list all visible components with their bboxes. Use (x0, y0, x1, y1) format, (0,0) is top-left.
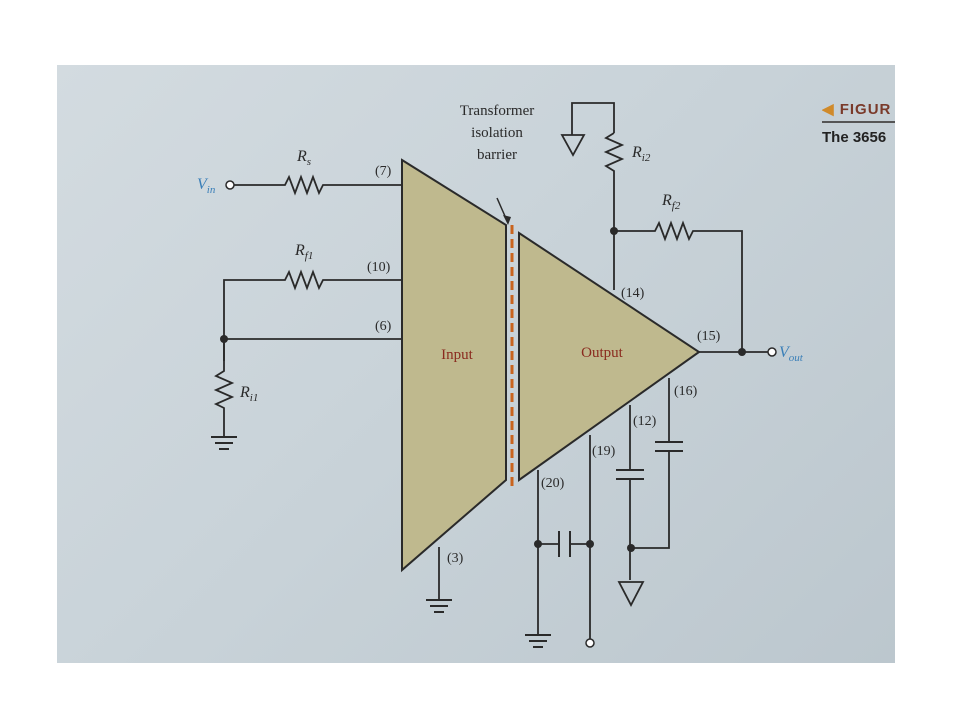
ri1-resistor (213, 339, 235, 437)
ground-pin3 (426, 599, 452, 613)
rf1-label: Rf1 (294, 242, 313, 262)
vout-terminal (767, 347, 777, 357)
input-block (401, 158, 507, 573)
amplifier-circuit-diagram: Transformer isolation barrier Input Outp… (197, 102, 804, 648)
ground-triangle-bottom (617, 581, 645, 607)
figure-label-text: FIGUR (839, 101, 892, 118)
pin-16-label: (16) (674, 384, 698, 399)
output-block (518, 231, 701, 482)
ground-pin20 (525, 634, 551, 648)
caption-divider (822, 121, 895, 123)
pin-3-label: (3) (447, 551, 464, 566)
v-supply-terminal (585, 638, 595, 648)
ri2-resistor (603, 132, 625, 290)
pin-7-label: (7) (375, 164, 392, 179)
ri2-top-wire (571, 102, 615, 135)
pin-14-label: (14) (621, 286, 645, 301)
barrier-pointer-arrow (503, 215, 511, 225)
ground-triangle-top (560, 134, 586, 157)
triangle-marker-icon: ◀ (822, 101, 835, 118)
pin-6-label: (6) (375, 319, 392, 334)
junction-out (738, 348, 746, 356)
capacitor-16 (655, 441, 683, 452)
caption-text: The 3656 (822, 129, 887, 146)
pin16-to-junction (631, 451, 670, 549)
figure-caption: ◀ FIGUR The 3656 (822, 100, 895, 146)
ground-left (211, 436, 237, 450)
input-block-label: Input (441, 347, 473, 363)
rf2-label: Rf2 (661, 192, 681, 212)
ri2-label: Ri2 (631, 144, 651, 164)
ri1-label: Ri1 (239, 384, 258, 404)
pin-19-label: (19) (592, 444, 616, 459)
pin-10-label: (10) (367, 260, 391, 275)
rs-resistor (234, 174, 402, 196)
rs-label: Rs (296, 148, 311, 168)
pin-20-label: (20) (541, 476, 565, 491)
vin-label: Vin (197, 176, 216, 196)
pin-12-label: (12) (633, 414, 657, 429)
pin-15-label: (15) (697, 329, 721, 344)
barrier-label-line1: Transformer (460, 103, 534, 119)
barrier-label-line3: barrier (477, 147, 517, 163)
capacitor-12 (616, 469, 644, 480)
vin-terminal (225, 180, 235, 190)
vout-label: Vout (779, 344, 804, 364)
junction-bottom-right (627, 544, 635, 552)
output-block-label: Output (581, 345, 624, 361)
figure-label: ◀ FIGUR (822, 100, 895, 118)
rf2-resistor (614, 220, 743, 352)
photo-page: Transformer isolation barrier Input Outp… (57, 65, 895, 663)
capacitor-20 (558, 531, 571, 557)
rf1-resistor (223, 269, 402, 361)
barrier-label-line2: isolation (471, 125, 523, 141)
